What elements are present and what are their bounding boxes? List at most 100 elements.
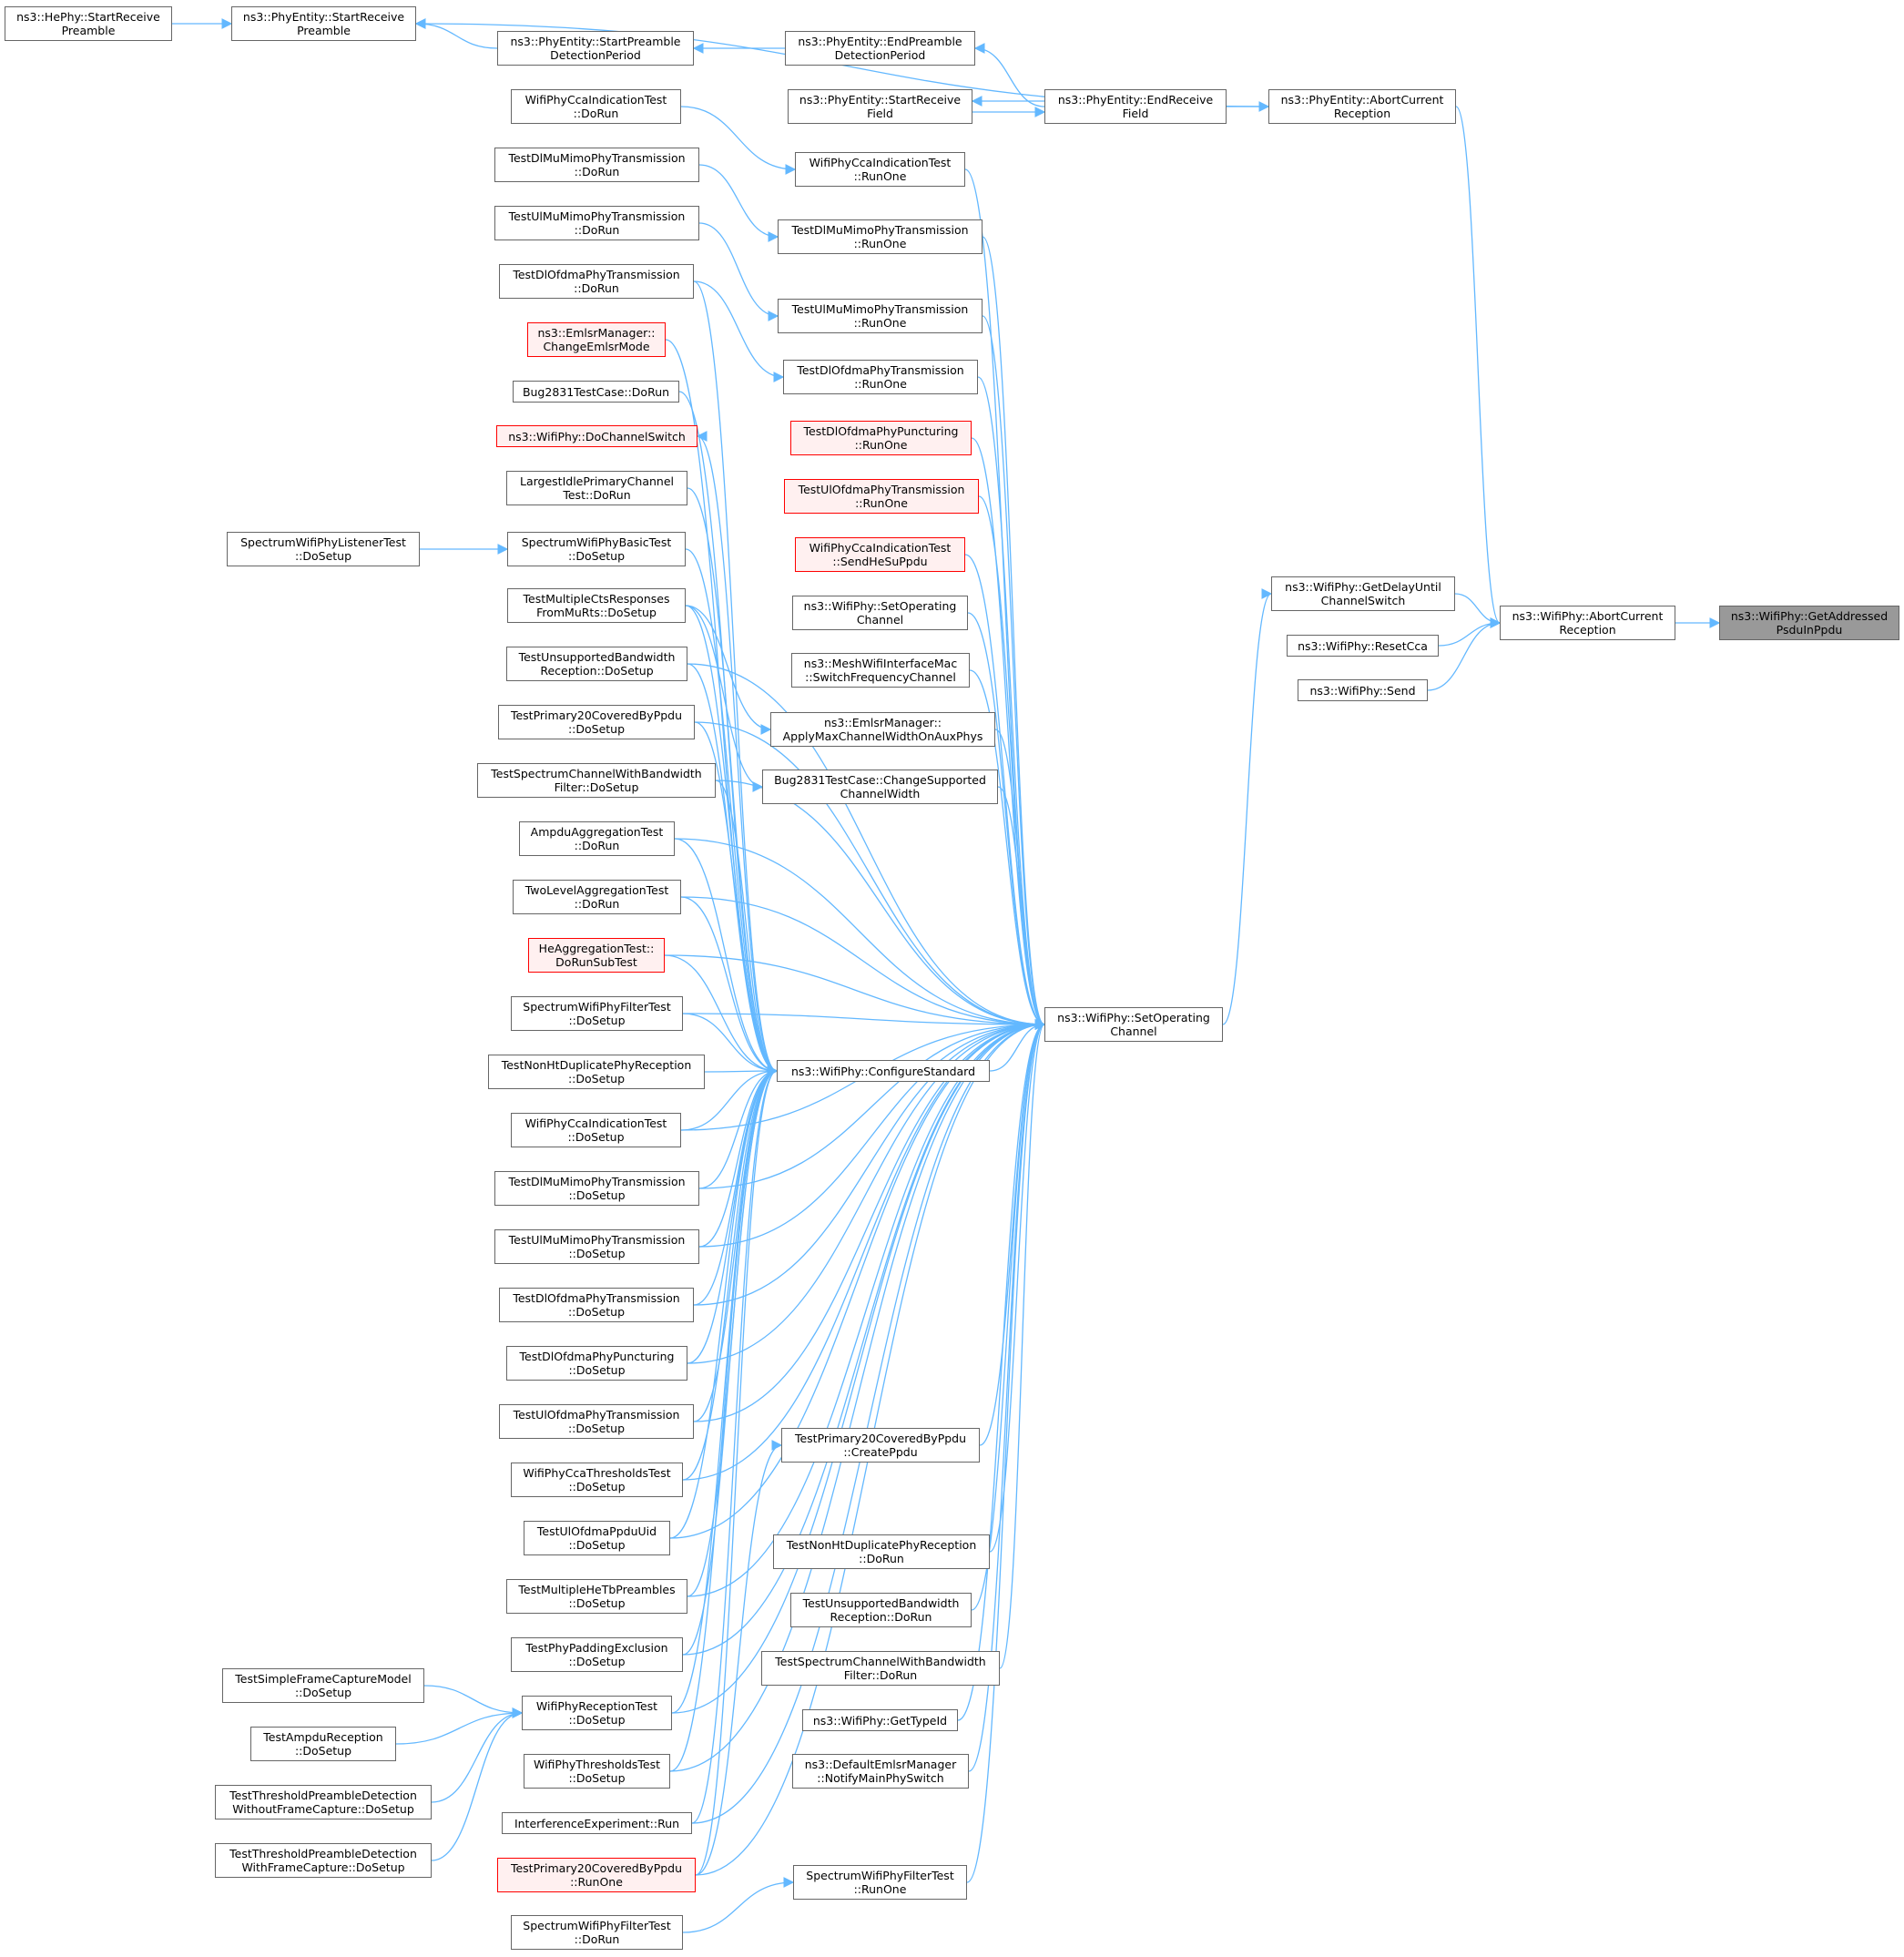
edge-unsupportedbw-dorun-to-setoperatingchannel [971,1019,1046,1611]
node-dlpunct-runone[interactable]: TestDlOfdmaPhyPuncturing::RunOne [790,421,972,455]
node-spectrumfilter-runone[interactable]: SpectrumWifiPhyFilterTest::RunOne [793,1865,967,1900]
edge-spectrumfilter-dosetup-to-configurestandard [682,1013,779,1076]
node-wifiphy-gettypeid[interactable]: ns3::WifiPhy::GetTypeId [802,1709,958,1731]
node-ulofdmappduuid-dosetup[interactable]: TestUlOfdmaPpduUid::DoSetup [524,1521,670,1555]
edge-ulmumimo-dosetup-to-setoperatingchannel [698,1019,1046,1248]
node-primary20-createppdu[interactable]: TestPrimary20CoveredByPpdu::CreatePpdu [781,1428,980,1463]
node-nonhtdup-dorun[interactable]: TestNonHtDuplicatePhyReception::DoRun [773,1534,990,1569]
edge-multiplects-to-changesupported [685,605,764,792]
node-phypadding-dosetup[interactable]: TestPhyPaddingExclusion::DoSetup [511,1637,683,1672]
node-ulofdma-dosetup[interactable]: TestUlOfdmaPhyTransmission::DoSetup [499,1404,694,1439]
edge-ulofdmappduuid-dosetup-to-configurestandard [669,1065,779,1539]
node-thresholdstest-dosetup[interactable]: WifiPhyThresholdsTest::DoSetup [524,1754,670,1789]
node-ampdu-dorun[interactable]: AmpduAggregationTest::DoRun [519,821,675,856]
edge-spectrumfilter-dorun-to-runone [682,1877,795,1933]
edge-multiplects-to-applymax [685,605,772,735]
node-ampdureception-dosetup[interactable]: TestAmpduReception::DoSetup [250,1727,396,1761]
node-ulmumimo-dosetup[interactable]: TestUlMuMimoPhyTransmission::DoSetup [494,1229,699,1264]
node-dlofdma-dorun[interactable]: TestDlOfdmaPhyTransmission::DoRun [499,264,694,299]
node-wifiphy-dochannelswitch[interactable]: ns3::WifiPhy::DoChannelSwitch [496,425,697,447]
node-spectrumlistener-dosetup[interactable]: SpectrumWifiPhyListenerTest::DoSetup [227,532,420,566]
edge-spectrumfilter-dosetup-to-setoperatingchannel [682,1013,1046,1030]
edge-wifiphy-setoperatingchannel-small-to-setoperatingchannel [967,612,1046,1030]
node-spectrumfilter-dosetup[interactable]: SpectrumWifiPhyFilterTest::DoSetup [511,996,683,1031]
edge-ampdurx-to-reception [395,1707,524,1745]
edge-dlmumimo-runone-to-setoperatingchannel [982,236,1046,1030]
node-ulmumimo-dorun[interactable]: TestUlMuMimoPhyTransmission::DoRun [494,206,699,240]
node-primary20-runone[interactable]: TestPrimary20CoveredByPpdu::RunOne [497,1858,696,1892]
edge-unsupportedbw-dosetup-to-setoperatingchannel [687,663,1046,1030]
node-wifiphy-resetcca[interactable]: ns3::WifiPhy::ResetCca [1287,635,1439,657]
edge-spectrumchannelbw-dosetup-to-setoperatingchannel [715,780,1046,1030]
edge-ulofdma-dosetup-to-setoperatingchannel [693,1019,1046,1422]
node-wifiphy-send[interactable]: ns3::WifiPhy::Send [1298,679,1428,701]
node-bug2831-dorun[interactable]: Bug2831TestCase::DoRun [513,381,679,403]
node-emlsr-changeemlsrmode[interactable]: ns3::EmlsrManager::ChangeEmlsrMode [527,322,666,357]
edge-dlmumimo-dosetup-to-configurestandard [698,1065,779,1189]
node-cca-test-dorun[interactable]: WifiPhyCcaIndicationTest::DoRun [511,89,681,124]
edge-primary20-runone-to-createppdu [695,1440,783,1876]
node-interference-run[interactable]: InterferenceExperiment::Run [502,1812,692,1834]
node-nonhtdup-dosetup[interactable]: TestNonHtDuplicatePhyReception::DoSetup [488,1055,705,1089]
node-ulmumimo-runone[interactable]: TestUlMuMimoPhyTransmission::RunOne [778,299,983,333]
node-wifiphy-configurestandard[interactable]: ns3::WifiPhy::ConfigureStandard [777,1060,990,1082]
node-heaggregation-dorunsubtest[interactable]: HeAggregationTest::DoRunSubTest [528,938,665,973]
node-cca-test-runone[interactable]: WifiPhyCcaIndicationTest::RunOne [795,152,965,187]
node-simpleframecapture-dosetup[interactable]: TestSimpleFrameCaptureModel::DoSetup [222,1668,424,1703]
node-dlpunct-dosetup[interactable]: TestDlOfdmaPhyPuncturing::DoSetup [506,1346,687,1381]
edge-spectrumchannelbw-dorun-to-setoperatingchannel [999,1019,1046,1669]
node-defaultemlsr-notifymainphyswitch[interactable]: ns3::DefaultEmlsrManager::NotifyMainPhyS… [792,1754,969,1789]
edge-primary20-runone-to-configurestandard [695,1065,779,1876]
node-dlmumimo-runone[interactable]: TestDlMuMimoPhyTransmission::RunOne [778,219,983,254]
edge-configurestandard-to-dochannelswitch [696,431,778,1072]
node-spectrumfilter-dorun[interactable]: SpectrumWifiPhyFilterTest::DoRun [511,1915,683,1950]
edge-send-to-abort [1427,617,1502,691]
edge-dlpunct-dosetup-to-configurestandard [687,1065,779,1364]
edge-dlofdma-dosetup-to-setoperatingchannel [693,1019,1046,1306]
node-twolevel-dorun[interactable]: TwoLevelAggregationTest::DoRun [513,880,681,914]
node-ulofdma-runone[interactable]: TestUlOfdmaPhyTransmission::RunOne [784,479,979,514]
node-spectrumbasic-dosetup[interactable]: SpectrumWifiPhyBasicTest::DoSetup [507,532,686,566]
node-cca-dosetup[interactable]: WifiPhyCcaIndicationTest::DoSetup [511,1113,681,1147]
edge-phyabort-to-wifiabort [1455,106,1502,628]
node-ccathresholds-dosetup[interactable]: WifiPhyCcaThresholdsTest::DoSetup [511,1463,683,1497]
edge-cca-test-runone-to-setoperatingchannel [964,168,1046,1030]
edge-spectrumchannelbw-dosetup-to-configurestandard [715,780,779,1076]
node-dlmumimo-dorun[interactable]: TestDlMuMimoPhyTransmission::DoRun [494,148,699,182]
edge-cca-dosetup-to-configurestandard [680,1065,779,1131]
node-dlofdma-dosetup[interactable]: TestDlOfdmaPhyTransmission::DoSetup [499,1288,694,1322]
edge-ccathresholds-dosetup-to-setoperatingchannel [682,1019,1046,1481]
node-dlmumimo-dosetup[interactable]: TestDlMuMimoPhyTransmission::DoSetup [494,1171,699,1206]
node-cca-sendhesuppdu[interactable]: WifiPhyCcaIndicationTest::SendHeSuPpdu [795,537,965,572]
node-multiplehetb-dosetup[interactable]: TestMultipleHeTbPreambles::DoSetup [506,1579,687,1614]
node-mesh-switchfrequencychannel[interactable]: ns3::MeshWifiInterfaceMac::SwitchFrequen… [791,653,970,688]
edge-ulmumimo-dosetup-to-configurestandard [698,1065,779,1248]
node-dlofdma-runone[interactable]: TestDlOfdmaPhyTransmission::RunOne [783,360,978,394]
node-primary20-dosetup[interactable]: TestPrimary20CoveredByPpdu::DoSetup [498,705,695,739]
node-emlsr-applymaxchannelwidth[interactable]: ns3::EmlsrManager::ApplyMaxChannelWidthO… [770,712,995,747]
edge-ampdu-dorun-to-configurestandard [674,838,779,1076]
node-receptiontest-dosetup[interactable]: WifiPhyReceptionTest::DoSetup [522,1696,672,1730]
